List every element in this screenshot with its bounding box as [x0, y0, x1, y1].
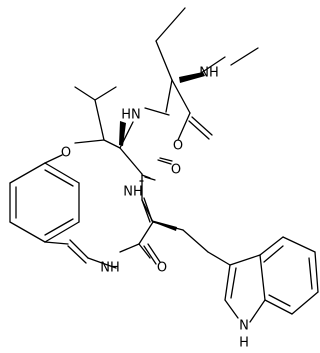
macrocycle-bonds [67, 86, 209, 269]
alpha-wedge-upper [179, 72, 205, 83]
ring-nh-upper-label: NH [123, 185, 143, 200]
ring-wedge-upper [119, 121, 126, 146]
ring-wedge-lower [151, 220, 177, 231]
indole-h-label: H [239, 336, 249, 351]
atom-labels: NH HN O O O NH NH O N H [61, 66, 249, 351]
side-carbonyl-o-label: O [173, 139, 183, 154]
amide-nh-label: HN [121, 108, 141, 123]
indole-n-label: N [239, 319, 249, 334]
upper-carbonyl-o-label: O [171, 163, 181, 178]
methyl-nh-label: NH [199, 66, 219, 81]
lower-carbonyl-o-label: O [157, 261, 167, 276]
side-chain-bonds [144, 7, 259, 141]
phenylene-ring [9, 154, 80, 245]
indole-ring [207, 236, 319, 323]
ring-nh-lower-label: NH [100, 261, 120, 276]
ether-o-label: O [61, 146, 71, 161]
